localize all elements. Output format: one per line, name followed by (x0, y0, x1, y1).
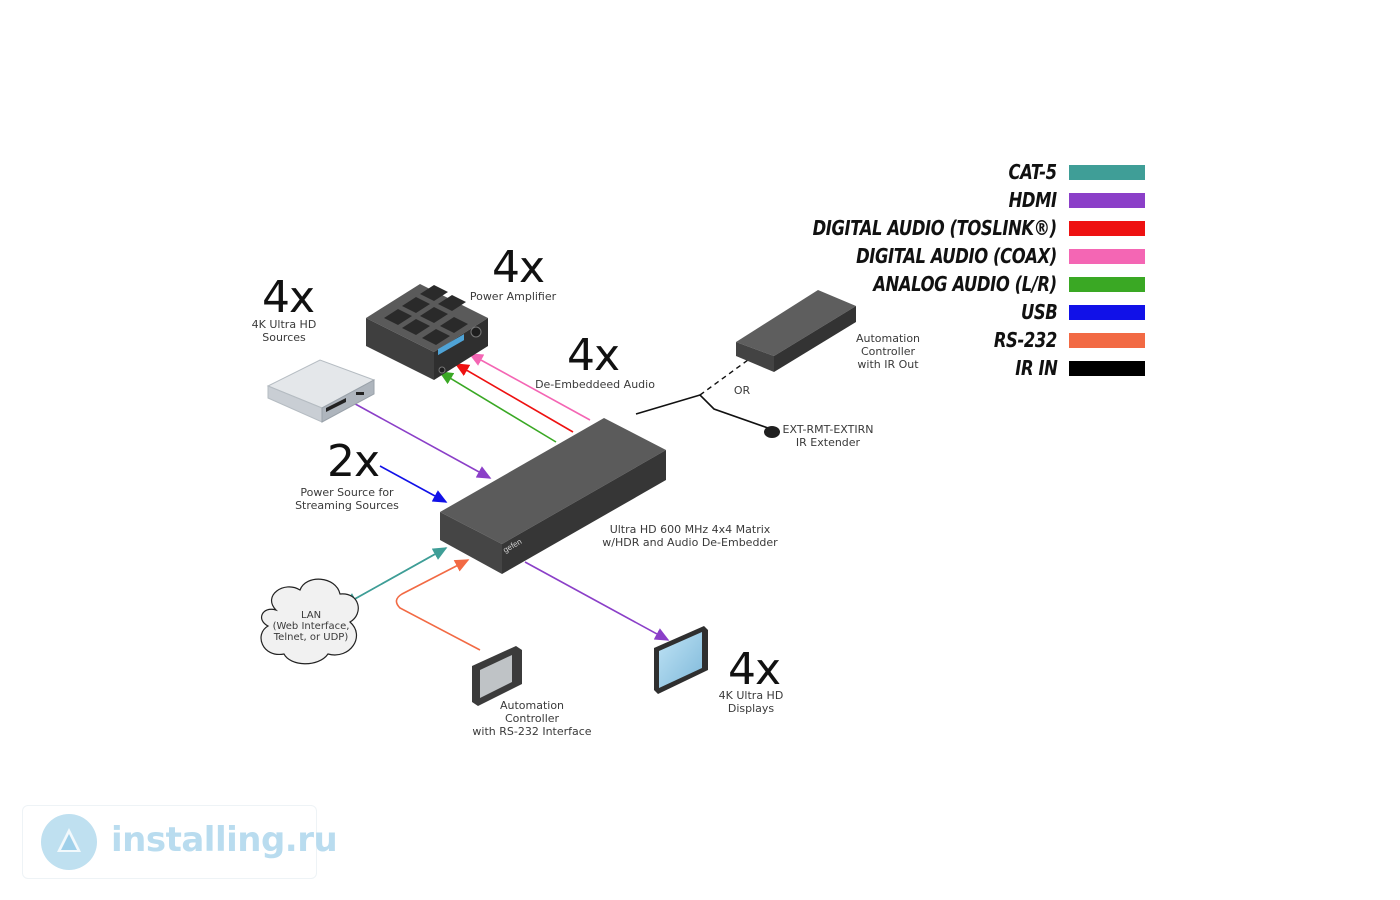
automation-ir-label: Automation Controller with IR Out (848, 332, 928, 371)
amplifier-label: Power Amplifier (469, 290, 557, 303)
lan-label-line1: LAN (300, 610, 322, 621)
power-source-label-line1: Power Source for (300, 486, 394, 499)
legend-label: HDMI (1008, 188, 1058, 212)
displays-label-line1: 4K Ultra HD (718, 689, 784, 702)
cable-hdmi-display (524, 561, 670, 641)
legend-label: DIGITAL AUDIO (COAX) (856, 244, 1057, 268)
watermark[interactable]: installing.ru (22, 805, 338, 879)
matrix-label-line2: w/HDR and Audio De-Embedder (602, 536, 778, 549)
power-amplifier-device (366, 284, 488, 380)
legend-item-coax: DIGITAL AUDIO (COAX) (812, 244, 1145, 268)
power-source-count: 2x (327, 436, 380, 487)
legend-swatch (1069, 164, 1145, 180)
lan-label-line3: Telnet, or UDP) (273, 632, 349, 643)
legend-item-ir-in: IR IN (1006, 356, 1145, 380)
lan-cloud-icon (260, 578, 359, 665)
ir-extender-label: EXT-RMT-EXTIRN IR Extender (782, 423, 874, 449)
cable-ir-in (635, 359, 769, 429)
ir-extender-device (764, 426, 780, 438)
sources-label-line1: 4K Ultra HD (251, 318, 317, 331)
uhd-source-device (266, 359, 376, 423)
legend-swatch (1069, 360, 1145, 376)
legend-item-hdmi: HDMI (998, 188, 1145, 212)
legend-item-analog: ANALOG AUDIO (L/R) (833, 272, 1145, 296)
matrix-switcher-device: gefen (440, 418, 666, 574)
legend-label: RS-232 (993, 328, 1057, 352)
legend-swatch (1069, 332, 1145, 348)
uhd-display-device (654, 626, 708, 694)
automation-rs232-label-line2: Controller (504, 712, 560, 725)
watermark-text: installing.ru (111, 820, 338, 860)
displays-label-line2: Displays (727, 702, 775, 715)
legend-item-rs232: RS-232 (980, 328, 1145, 352)
cable-toslink-audio (454, 363, 574, 433)
sources-count: 4x (262, 272, 315, 323)
ir-extender-label-line2: IR Extender (795, 436, 861, 449)
legend-swatch (1069, 192, 1145, 208)
sources-label: 4K Ultra HD Sources (244, 318, 324, 344)
sources-label-line2: Sources (262, 331, 306, 344)
legend-item-toslink: DIGITAL AUDIO (TOSLINK®) (759, 216, 1145, 240)
cable-legend: CAT-5 HDMI DIGITAL AUDIO (TOSLINK®) DIGI… (760, 160, 1145, 380)
cable-rs232 (395, 559, 481, 651)
legend-label: IR IN (1014, 356, 1058, 380)
cable-usb-power (379, 465, 448, 503)
automation-rs232-label: Automation Controller with RS-232 Interf… (472, 699, 592, 738)
displays-count: 4x (728, 644, 781, 695)
cable-coax-audio (468, 353, 591, 421)
power-source-label: Power Source for Streaming Sources (292, 486, 402, 512)
legend-swatch (1069, 248, 1145, 264)
legend-item-cat5: CAT-5 (998, 160, 1145, 184)
legend-swatch (1069, 304, 1145, 320)
legend-label: CAT-5 (1008, 160, 1058, 184)
legend-item-usb: USB (1013, 300, 1145, 324)
deembedded-label: De-Embeddeed Audio (535, 378, 655, 391)
deembedded-count: 4x (567, 330, 620, 381)
power-source-label-line2: Streaming Sources (295, 499, 399, 512)
tree-logo-icon (41, 814, 97, 870)
legend-label: ANALOG AUDIO (L/R) (873, 272, 1058, 296)
automation-ir-label-line3: with IR Out (857, 358, 919, 371)
legend-label: USB (1020, 300, 1058, 324)
lan-label-line2: (Web Interface, (272, 621, 350, 632)
matrix-label: Ultra HD 600 MHz 4x4 Matrix w/HDR and Au… (600, 523, 780, 549)
legend-swatch (1069, 276, 1145, 292)
ir-extender-label-line1: EXT-RMT-EXTIRN (782, 423, 874, 436)
lan-label: LAN (Web Interface, Telnet, or UDP) (268, 610, 354, 643)
legend-swatch (1069, 220, 1145, 236)
automation-ir-controller-device (736, 290, 856, 372)
amplifier-count: 4x (492, 242, 545, 293)
rs232-touchpanel-device (472, 646, 522, 706)
cable-analog-audio (438, 371, 557, 443)
matrix-label-line1: Ultra HD 600 MHz 4x4 Matrix (609, 523, 771, 536)
cable-cat5-lan (342, 547, 448, 606)
automation-ir-label-line2: Controller (860, 345, 916, 358)
automation-rs232-label-line1: Automation (499, 699, 565, 712)
automation-rs232-label-line3: with RS-232 Interface (472, 725, 592, 738)
legend-label: DIGITAL AUDIO (TOSLINK®) (812, 216, 1058, 240)
cable-hdmi-source (347, 399, 492, 479)
displays-label: 4K Ultra HD Displays (714, 689, 788, 715)
or-label: OR (733, 384, 751, 397)
automation-ir-label-line1: Automation (855, 332, 921, 345)
